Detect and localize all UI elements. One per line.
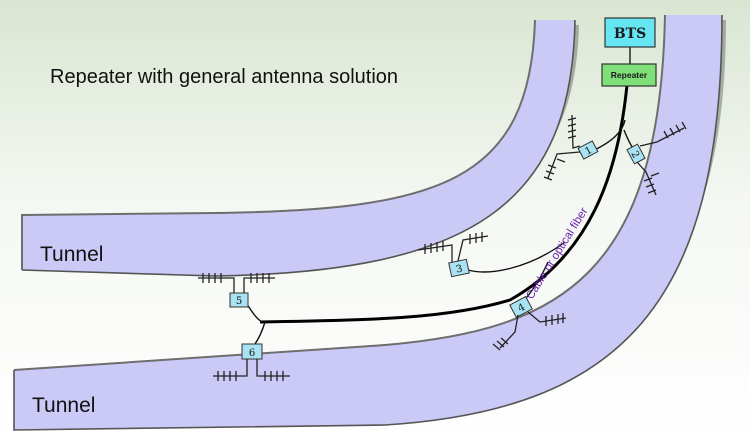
- node-6: 6: [241, 343, 263, 360]
- node-4-label: 4: [516, 302, 527, 315]
- node-2-label: 2: [628, 149, 641, 160]
- node-4: 4: [509, 295, 533, 319]
- node-3-antennas: [417, 232, 489, 262]
- repeater-label: Repeater: [611, 70, 648, 80]
- node-3-label: 3: [455, 263, 464, 275]
- node-4-antennas: [492, 311, 567, 351]
- node-6-label: 6: [249, 348, 255, 359]
- tunnel-label-upper: Tunnel: [40, 243, 103, 266]
- bts-label: BTS: [614, 26, 646, 42]
- node-5-antennas: [198, 273, 275, 293]
- bts-box: [604, 17, 656, 48]
- diagram-title: Repeater with general antenna solution: [50, 66, 398, 88]
- node-3: 3: [448, 258, 470, 278]
- tunnel-wall-upper: [22, 20, 575, 276]
- node-6-antennas: [213, 359, 290, 381]
- tunnel-walls: [14, 15, 722, 430]
- node-5-label: 5: [236, 296, 242, 307]
- node-1-label: 1: [583, 145, 594, 158]
- tunnel-edges: [13, 14, 666, 371]
- main-cable: [259, 84, 629, 324]
- node-2-antennas: [636, 121, 687, 196]
- node-2: 2: [626, 143, 646, 165]
- tunnel-inner-edges: [13, 14, 723, 431]
- tunnel-label-lower: Tunnel: [32, 394, 95, 417]
- repeater-box: [601, 63, 657, 87]
- node-1-antennas: [543, 114, 581, 181]
- tunnel-wall-lower: [14, 15, 722, 430]
- node-1: 1: [577, 140, 599, 160]
- node-5: 5: [229, 292, 249, 308]
